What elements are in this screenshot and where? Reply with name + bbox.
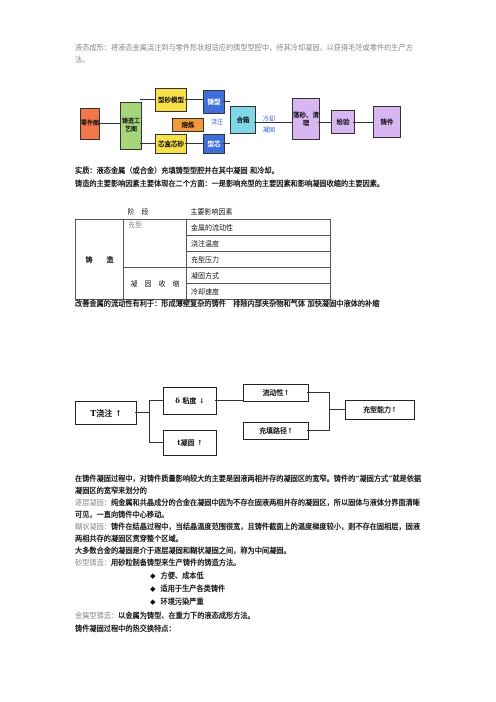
factors-table: 阶 段 主要影响因素 铸 造 充型 金属的流动性 浇注温度 充型压力 凝 固 收… — [75, 204, 331, 300]
flow-casting: 铸件 — [373, 106, 401, 138]
bullet-item: ◆ 环境污染严重 — [150, 597, 204, 606]
solidification-paragraph: 在铸件凝固过程中，对铸件质量影响较大的主要是固液两相并存的凝固区的宽窄。铸件的“… — [75, 474, 422, 495]
flow-melting: 熔炼 — [172, 118, 204, 132]
intro-paragraph: 液态成形：将液态金属浇注到与零件形状相适应的铸型型腔中，待其冷却凝固，以获得毛坯… — [75, 43, 413, 64]
flow-solidify: 凝固 — [263, 127, 276, 134]
table-filling: 充型 — [123, 219, 187, 268]
table-solid: 凝 固 收 缩 — [123, 267, 187, 300]
table-factor: 冷却速度 — [186, 283, 331, 300]
label: 糊状凝固： — [75, 522, 111, 531]
diagram-fluidity: 流动性↑ — [243, 384, 309, 402]
text: 用砂粒制备铸型来生产铸件的铸造方法。 — [110, 558, 241, 567]
flow-casting-process: 铸造工艺图 — [120, 102, 142, 150]
flow-shakeout-cleaning: 落砂、清理 — [292, 98, 320, 140]
sand-casting: 砂型铸造：用砂粒制备铸型来生产铸件的铸造方法。 — [75, 557, 425, 569]
flow-mold: 铸型 — [203, 90, 225, 114]
table-header-stage: 阶 段 — [127, 207, 149, 216]
flow-inspection: 检验 — [331, 110, 355, 134]
label: 逐层凝固： — [75, 498, 111, 507]
text: 以金属为铸型、在重力下的液态成形方法。 — [118, 611, 255, 620]
intermediate-solidification: 大多数合金的凝固是介于逐层凝固和糊状凝固之间，称为中间凝固。 — [75, 546, 291, 555]
table-factor: 充型压力 — [186, 251, 331, 268]
flow-part-drawing: 零件图 — [80, 108, 100, 140]
flow-pattern: 型砂模型 — [155, 88, 187, 112]
essence-text: 实质：液态金属（或合金）充填铸型型腔并在其中凝固 和冷却。 — [75, 166, 279, 175]
text: 纯金属和共晶成分的合金在凝固中因为不存在固液两相并存的凝固区，所以固体与液体分界… — [75, 498, 421, 519]
flow-assembly: 合箱 — [230, 106, 256, 134]
bullet-item: ◆ 方便、成本低 — [150, 571, 204, 580]
influence-diagram: T浇注 ↑ δ 粘度 ↓ t凝固 ↑ 流动性↑ 充填路径↑ 充型能力↑ — [75, 384, 435, 464]
flow-cooling: 冷却 — [263, 116, 276, 123]
fluidity-benefit: 改善金属的流动性有利于：形成薄壁复杂的铸件 排除内部夹杂物和气体 加快凝固中液体… — [75, 299, 380, 308]
diagram-t-pour: T浇注 ↑ — [75, 401, 137, 425]
table-factor: 凝固方式 — [186, 267, 331, 284]
flow-core-sand: 芯盒芯砂 — [155, 134, 187, 154]
diagram-t-solid: t凝固 ↑ — [163, 430, 217, 456]
diamond-bullet-icon: ◆ — [150, 584, 156, 593]
mushy-solidification: 糊状凝固：铸件在结晶过程中，当结晶温度范围很宽，且铸件截面上的温度梯度较小，则不… — [75, 521, 425, 545]
layer-solidification: 逐层凝固：纯金属和共晶成分的合金在凝固中因为不存在固液两相并存的凝固区，所以固体… — [75, 497, 425, 521]
bullet-item: ◆ 适用于生产各类铸件 — [150, 584, 226, 593]
casting-flowchart: 零件图 铸造工艺图 型砂模型 铸型 熔炼 浇注 芯盒芯砂 型芯 合箱 冷却 凝固… — [75, 88, 425, 154]
table-header-factor: 主要影响因素 — [190, 207, 233, 216]
text: 铸件在结晶过程中，当结晶温度范围很宽，且铸件截面上的温度梯度较小，则不存在固相层… — [75, 522, 421, 543]
table-factor: 金属的流动性 — [186, 219, 331, 236]
diamond-bullet-icon: ◆ — [150, 571, 156, 580]
factors-intro: 铸造的主要影响因素主要体现在二个方面：一是影响充型的主要因素和影响凝固收缩的主要… — [75, 179, 385, 188]
flow-core: 型芯 — [203, 134, 225, 154]
diagram-filling-path: 充填路径↑ — [243, 422, 309, 440]
diagram-viscosity: δ 粘度 ↓ — [163, 387, 217, 415]
table-casting: 铸 造 — [75, 219, 124, 300]
heat-exchange-heading: 铸件凝固过程中的热交换特点： — [75, 624, 176, 633]
label: 砂型铸造： — [75, 558, 111, 567]
label: 金属型铸造： — [75, 611, 119, 620]
table-factor: 浇注温度 — [186, 235, 331, 252]
diamond-bullet-icon: ◆ — [150, 597, 156, 606]
diagram-filling-ability: 充型能力↑ — [345, 400, 415, 420]
flow-pouring: 浇注 — [211, 119, 224, 126]
metal-mold-casting: 金属型铸造：以金属为铸型、在重力下的液态成形方法。 — [75, 610, 425, 622]
